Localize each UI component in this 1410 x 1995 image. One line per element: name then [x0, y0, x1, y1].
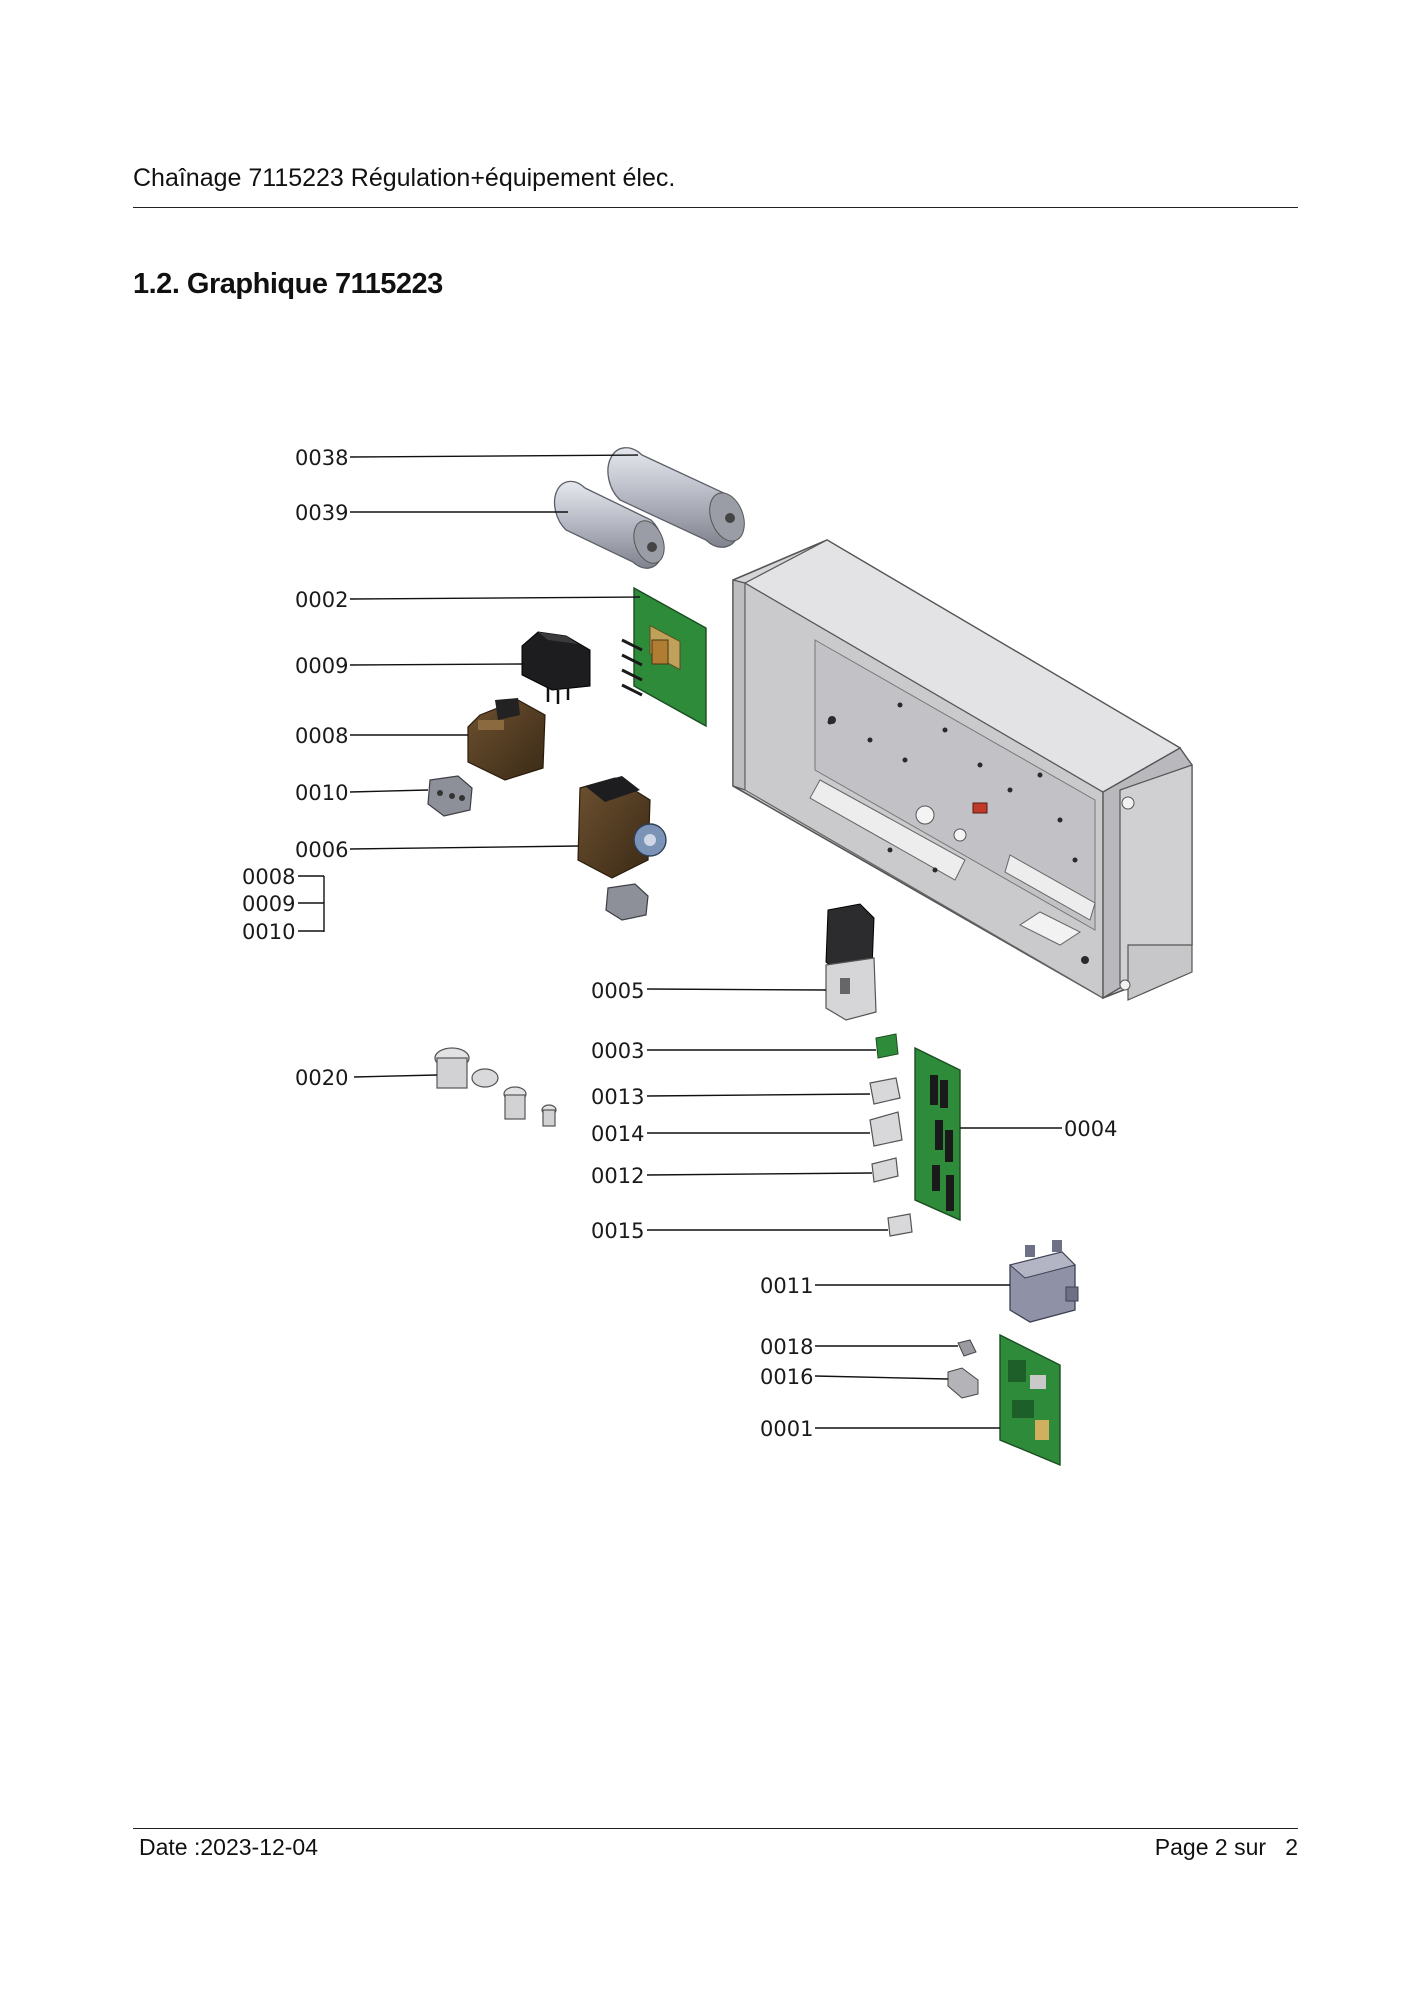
pcb-0002-part: [621, 586, 707, 728]
relay-0009-part: [521, 631, 591, 704]
label-0006: 0006: [295, 838, 348, 862]
document-header-title: Chaînage 7115223 Régulation+équipement é…: [133, 164, 676, 192]
label-0010-sub: 0010: [242, 920, 295, 944]
cable-glands-0020-part: [434, 1047, 557, 1127]
leader-lines: [298, 454, 1062, 1429]
label-0014: 0014: [591, 1122, 644, 1146]
footer-date: Date :2023-12-04: [139, 1834, 319, 1860]
module-0005-part: [825, 903, 877, 1021]
capacitor-0038-part: [607, 447, 745, 548]
section-title: 1.2. Graphique 7115223: [133, 268, 443, 300]
label-0008: 0008: [295, 724, 348, 748]
label-0004: 0004: [1064, 1117, 1117, 1141]
part-0018-part: [957, 1339, 977, 1357]
label-0009: 0009: [295, 654, 348, 678]
connector-0012-part: [871, 1157, 899, 1183]
label-0003: 0003: [591, 1039, 644, 1063]
capacitor-0039-part: [553, 480, 665, 569]
label-0018: 0018: [760, 1335, 813, 1359]
part-0016-part: [947, 1367, 979, 1399]
connector-0015-part: [887, 1213, 913, 1237]
label-0013: 0013: [591, 1085, 644, 1109]
housing-part: [732, 539, 1193, 1001]
connector-0013-part: [869, 1077, 901, 1105]
transformer-0011-part: [1008, 1240, 1079, 1323]
label-0001: 0001: [760, 1417, 813, 1441]
pcb-0003-part: [875, 1033, 899, 1059]
label-0012: 0012: [591, 1164, 644, 1188]
footer-page-number: Page 2 sur 2: [1154, 1834, 1298, 1860]
pcb-0001-part: [999, 1333, 1061, 1467]
label-0011: 0011: [760, 1274, 813, 1298]
connector-0014-part: [869, 1111, 903, 1147]
header-divider: [133, 207, 1298, 208]
label-0016: 0016: [760, 1365, 813, 1389]
label-0015: 0015: [591, 1219, 644, 1243]
label-0010: 0010: [295, 781, 348, 805]
pcb-0004-part: [914, 1046, 961, 1222]
label-0002: 0002: [295, 588, 348, 612]
label-0008-sub: 0008: [242, 865, 295, 889]
label-0020: 0020: [295, 1066, 348, 1090]
contactor-0008-part: [467, 698, 546, 781]
label-0038: 0038: [295, 446, 348, 470]
terminal-0010-part: [427, 775, 473, 817]
contactor-assembly-0006-part: [577, 776, 667, 921]
label-0009-sub: 0009: [242, 892, 295, 916]
footer-divider: [133, 1828, 1298, 1829]
label-0005: 0005: [591, 979, 644, 1003]
label-0039: 0039: [295, 501, 348, 525]
